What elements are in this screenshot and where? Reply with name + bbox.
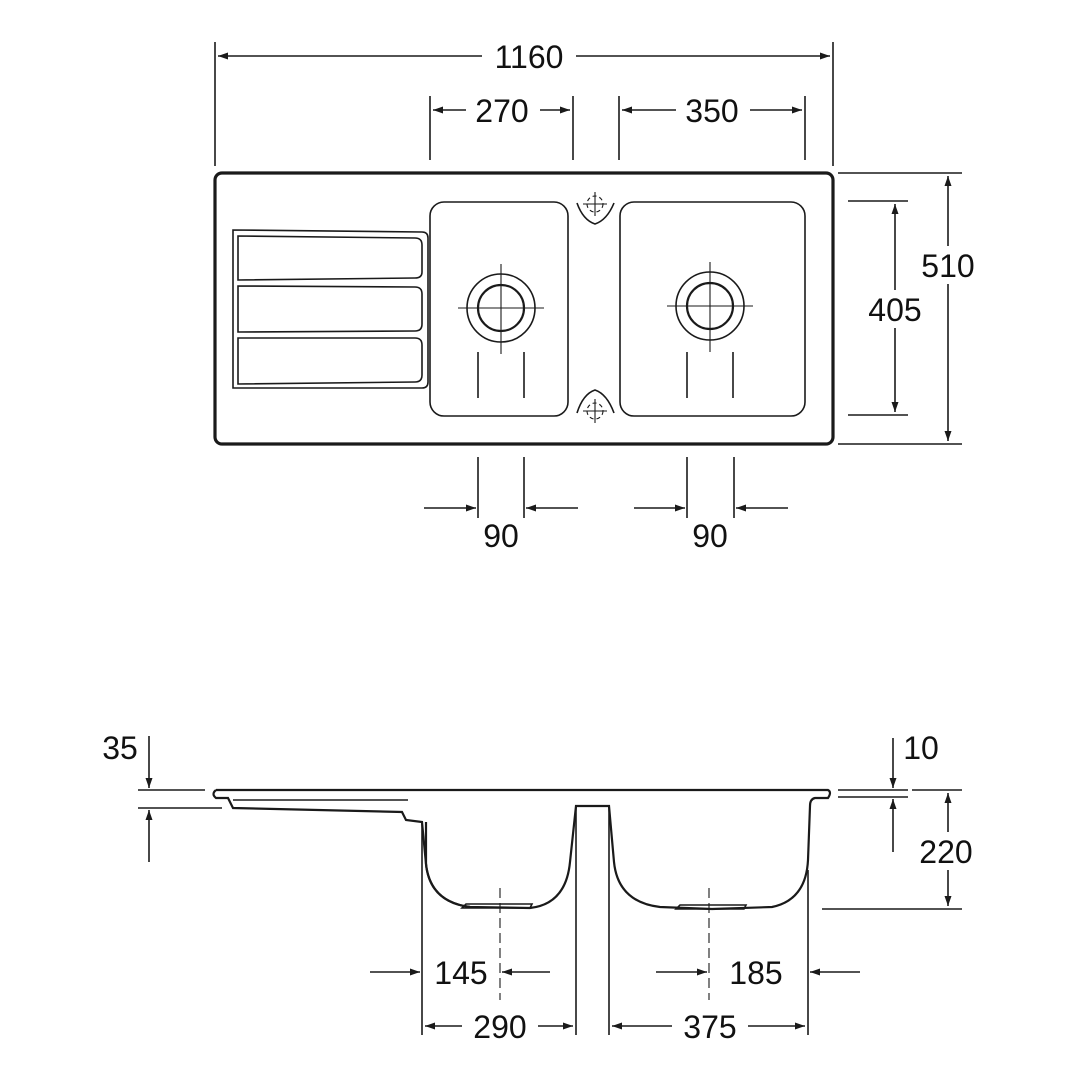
- dim-right-bowl-width: 350: [618, 92, 806, 160]
- dim-rim-lip: 10: [838, 730, 939, 852]
- bridge-notch-top: [576, 202, 615, 225]
- dim-overall-width-label: 1160: [495, 39, 564, 75]
- dim-bowl-depth-label: 405: [868, 292, 921, 328]
- dim-drain-pos-left: 145: [370, 955, 550, 991]
- bridge-notch-bottom: [576, 389, 615, 414]
- dim-left-bowl-width: 270: [429, 92, 574, 160]
- dim-section-right-width: 375: [612, 1006, 805, 1045]
- dim-left-bowl-width-label: 270: [475, 93, 528, 129]
- dim-section-bowl-depth-label: 220: [919, 834, 972, 870]
- dim-drain-offset-left-label: 90: [483, 518, 519, 554]
- dim-rim-lip-label: 10: [903, 730, 939, 766]
- dim-rim-height-label: 35: [102, 730, 138, 766]
- left-bowl: [429, 201, 569, 417]
- section-view: 35 10 220 145: [102, 730, 984, 1045]
- dim-overall-depth-label: 510: [921, 248, 974, 284]
- section-left-bowl: [424, 822, 471, 909]
- section-right-drain: [674, 904, 748, 910]
- dim-drain-offset-left: 90: [424, 457, 578, 554]
- dim-section-right-width-label: 375: [683, 1009, 736, 1045]
- tap-hole-marker-top: [583, 192, 607, 216]
- dim-drain-pos-right-label: 185: [729, 955, 782, 991]
- dim-bowl-depth: 405: [848, 200, 930, 416]
- dim-overall-width: 1160: [214, 38, 834, 166]
- dim-drain-pos-left-label: 145: [434, 955, 487, 991]
- right-drain: [667, 262, 753, 398]
- left-drain: [458, 264, 544, 398]
- dim-overall-depth: 510: [838, 172, 982, 445]
- top-view: 1160 270 350 510: [213, 38, 982, 554]
- dim-section-left-width: 290: [425, 1006, 573, 1045]
- drainboard: [232, 229, 429, 389]
- dim-section-bowl-depth: 220: [822, 789, 984, 910]
- dim-drain-pos-right: 185: [656, 955, 860, 991]
- dim-section-left-width-label: 290: [473, 1009, 526, 1045]
- sink-outline: [213, 171, 835, 446]
- tap-hole-marker-bottom: [583, 399, 607, 423]
- rim-slab: [216, 788, 832, 911]
- dim-drain-offset-right: 90: [634, 457, 788, 554]
- right-bowl: [619, 201, 806, 417]
- section-left-drain: [460, 903, 534, 909]
- dim-rim-height: 35: [102, 730, 222, 862]
- dim-drain-offset-right-label: 90: [692, 518, 728, 554]
- dim-right-bowl-width-label: 350: [685, 93, 738, 129]
